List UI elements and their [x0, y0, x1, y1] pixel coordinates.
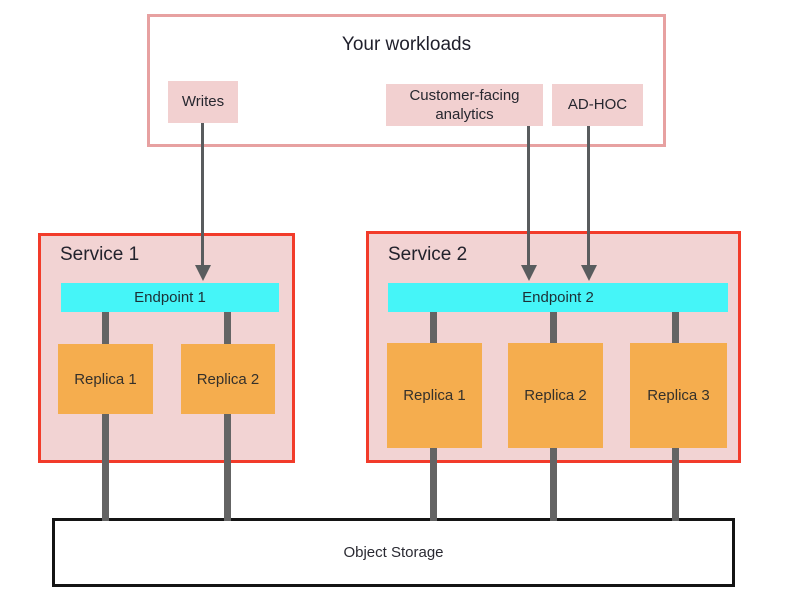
service-2-replica-3-label: Replica 3	[647, 387, 710, 404]
service-1-endpoint: Endpoint 1	[61, 283, 279, 312]
object-storage-box: Object Storage	[52, 518, 735, 587]
service-1-replica-1-label: Replica 1	[74, 370, 137, 388]
arrow-adhoc-head	[581, 265, 597, 281]
service-2-replica-1-label: Replica 1	[403, 387, 466, 404]
object-storage-label: Object Storage	[343, 544, 444, 561]
service-1-replica-1: Replica 1	[58, 344, 153, 414]
service-1-replica-2: Replica 2	[181, 344, 275, 414]
arrow-analytics-head	[521, 265, 537, 281]
service-2-replica-2: Replica 2	[508, 343, 603, 448]
service-2-replica-2-label: Replica 2	[524, 387, 587, 404]
service-2-endpoint: Endpoint 2	[388, 283, 728, 312]
service-2-replica-1: Replica 1	[387, 343, 482, 448]
workload-analytics-label: Customer-facing analytics	[409, 86, 520, 124]
service-1-endpoint-label: Endpoint 1	[134, 289, 206, 306]
connector-s1-replica2	[224, 312, 231, 521]
connector-s1-replica1	[102, 312, 109, 521]
workload-writes: Writes	[168, 81, 238, 123]
workloads-title: Your workloads	[341, 34, 472, 55]
workload-customer-facing-analytics: Customer-facing analytics	[386, 84, 543, 126]
service-2-title: Service 2	[388, 244, 468, 265]
workload-writes-label: Writes	[181, 93, 225, 111]
service-2-replica-3: Replica 3	[630, 343, 727, 448]
service-2-endpoint-label: Endpoint 2	[522, 289, 594, 306]
arrow-writes-head	[195, 265, 211, 281]
service-1-replica-2-label: Replica 2	[196, 370, 260, 388]
arrow-analytics-shaft	[527, 126, 530, 265]
arrow-writes-shaft	[201, 123, 204, 265]
service-1-title: Service 1	[60, 244, 140, 265]
arrow-adhoc-shaft	[587, 126, 590, 265]
workload-ad-hoc: AD-HOC	[552, 84, 643, 126]
workload-adhoc-label: AD-HOC	[567, 96, 628, 114]
